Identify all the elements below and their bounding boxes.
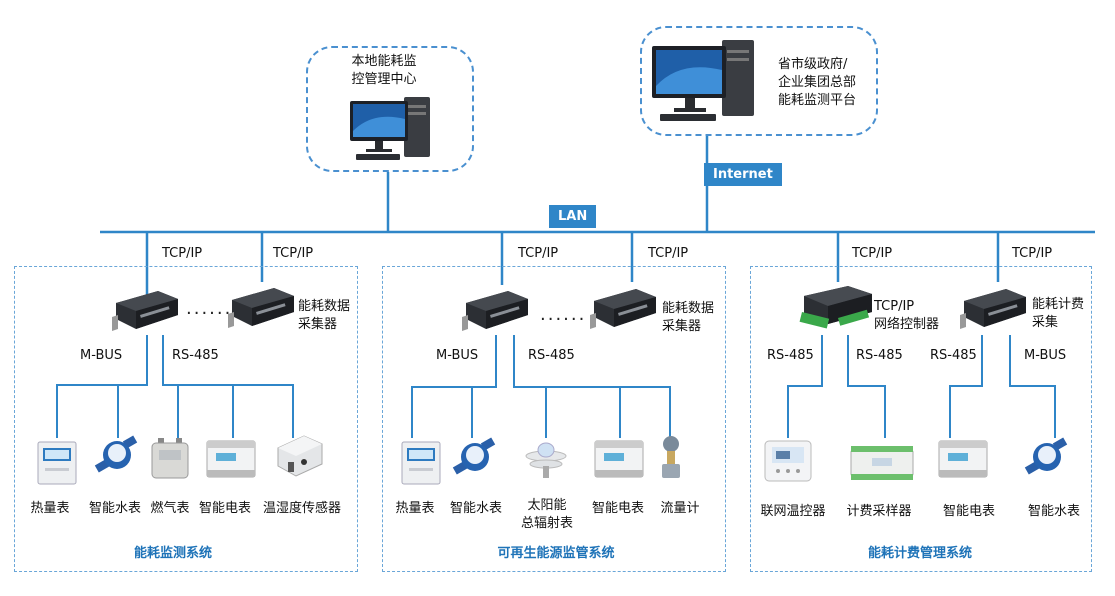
system-title: 能耗计费管理系统 — [867, 546, 973, 561]
device-label: 流量计 — [660, 501, 700, 516]
thermostat-icon — [764, 440, 812, 482]
mbus-line — [1009, 335, 1056, 438]
mbus-line — [411, 335, 497, 438]
billing-collector-label: 能耗计费 采集 — [1032, 297, 1085, 330]
electric-meter-icon — [206, 440, 256, 478]
device-label: 智能电表 — [942, 504, 996, 519]
desktop-computer-icon — [350, 97, 430, 160]
device-label: 智能水表 — [88, 501, 142, 516]
data-collector-icon — [228, 288, 294, 328]
network-controller-icon — [799, 286, 872, 329]
tcpip-label: TCP/IP — [273, 246, 314, 261]
rs485-line — [787, 335, 823, 438]
electric-meter-icon — [938, 440, 988, 478]
device-label: 智能水表 — [449, 501, 503, 516]
system-box-billing — [750, 266, 1092, 572]
internet-badge: Internet — [704, 163, 782, 186]
system-box-energy-monitoring — [14, 266, 358, 572]
water-meter-icon — [94, 435, 138, 473]
mbus-label: M-BUS — [436, 348, 479, 363]
platform-label: 省市级政府/ 企业集团总部 能耗监测平台 — [778, 57, 857, 108]
water-meter-icon — [1024, 437, 1068, 475]
desktop-computer-icon — [652, 40, 754, 121]
heat-meter-icon — [37, 441, 77, 485]
water-meter-icon — [452, 437, 496, 475]
rs485-line — [847, 335, 886, 438]
tcpip-label: TCP/IP — [1012, 246, 1053, 261]
flow-meter-icon — [662, 436, 680, 478]
mbus-line — [56, 335, 148, 438]
electric-meter-icon — [594, 440, 644, 478]
mbus-label: M-BUS — [80, 348, 123, 363]
tcpip-label: TCP/IP — [648, 246, 689, 261]
data-collector-icon — [462, 291, 528, 331]
rs485-line — [513, 335, 671, 438]
collector-label: 能耗数据 采集器 — [298, 299, 351, 332]
tcpip-label: TCP/IP — [852, 246, 893, 261]
billing-sampler-icon — [850, 446, 914, 480]
rs485-line — [162, 335, 294, 438]
device-label: 联网温控器 — [760, 504, 826, 519]
tcpip-label: TCP/IP — [162, 246, 203, 261]
system-title: 能耗监测系统 — [133, 546, 213, 561]
data-collector-icon — [112, 291, 178, 331]
device-label: 太阳能 总辐射表 — [520, 498, 574, 531]
rs485-line — [949, 335, 983, 438]
heat-meter-icon — [401, 441, 441, 485]
local-center-label-line1: 本地能耗监 — [351, 54, 417, 69]
data-collector-icon — [590, 289, 656, 329]
gas-meter-icon — [151, 438, 189, 479]
device-label: 智能电表 — [591, 501, 645, 516]
lan-badge: LAN — [549, 205, 597, 228]
rs485-label: RS-485 — [930, 348, 977, 363]
local-center-label-line2: 控管理中心 — [351, 72, 417, 87]
device-label: 热量表 — [395, 501, 435, 516]
solar-radiation-sensor-icon — [525, 442, 567, 478]
device-label: 燃气表 — [150, 501, 190, 516]
ellipsis: ...... — [540, 304, 587, 325]
device-label: 计费采样器 — [846, 504, 912, 519]
network-controller-label: TCP/IP 网络控制器 — [874, 299, 940, 332]
device-label: 智能水表 — [1027, 504, 1081, 519]
device-label: 温湿度传感器 — [262, 501, 342, 516]
device-label: 热量表 — [30, 501, 70, 516]
rs485-label: RS-485 — [767, 348, 814, 363]
humidity-sensor-icon — [277, 435, 323, 477]
collector-label: 能耗数据 采集器 — [662, 301, 715, 334]
rs485-label: RS-485 — [528, 348, 575, 363]
system-box-renewable — [382, 266, 726, 572]
device-label: 智能电表 — [198, 501, 252, 516]
mbus-label: M-BUS — [1024, 348, 1067, 363]
rs485-label: RS-485 — [856, 348, 903, 363]
data-collector-icon — [960, 289, 1026, 329]
system-title: 可再生能源监管系统 — [497, 546, 615, 561]
rs485-label: RS-485 — [172, 348, 219, 363]
tcpip-label: TCP/IP — [518, 246, 559, 261]
ellipsis: ...... — [186, 298, 233, 319]
